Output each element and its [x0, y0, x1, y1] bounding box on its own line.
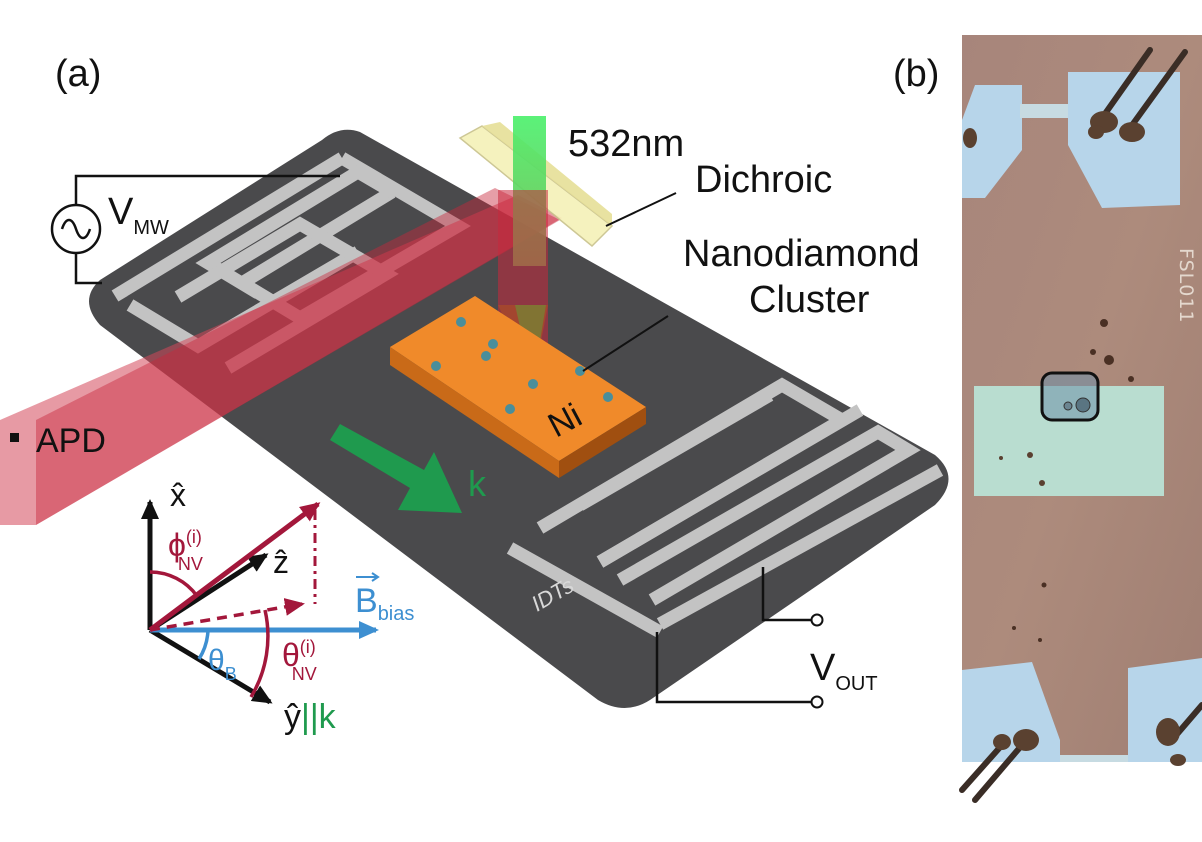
- sample-debris: [999, 452, 1045, 486]
- pad-bridge: [1060, 755, 1128, 762]
- nv-vector: [148, 502, 321, 632]
- cluster-particle: [1063, 401, 1073, 411]
- cluster-leader: [582, 315, 669, 372]
- theta-b-label: θB: [208, 644, 237, 684]
- y-axis: [148, 627, 273, 705]
- nanodiamond: [528, 379, 538, 389]
- nanodiamond: [456, 317, 466, 327]
- nanodiamond-dots: [431, 317, 613, 414]
- theta-nv-arc: [249, 609, 270, 698]
- nanodiamond: [603, 392, 613, 402]
- nanodiamond: [575, 366, 585, 376]
- chip-id: FSL011: [1175, 248, 1197, 324]
- nanodiamond: [481, 351, 491, 361]
- b-bias-label: Bbias: [355, 572, 414, 625]
- contact-pad: [1068, 72, 1180, 208]
- red-beam-apd-core: [36, 188, 560, 525]
- pad-bridge: [1020, 104, 1072, 118]
- y-parallel-k-label: ŷ||k: [284, 698, 337, 736]
- contact-pad: [1128, 658, 1202, 762]
- wavelength-label: 532nm: [568, 123, 684, 165]
- idt-right: [506, 377, 944, 638]
- cluster-particle: [1075, 397, 1091, 413]
- vout-terminal-bottom: [810, 695, 824, 709]
- theta-nv-label: θ(i)NV: [282, 637, 317, 684]
- surface-debris: [1012, 319, 1134, 642]
- nanodiamond-cluster-highlight: [1040, 371, 1100, 422]
- panel-a-label: (a): [55, 53, 101, 95]
- bond-residue: [993, 718, 1186, 766]
- k-wave-arrow: [330, 424, 462, 513]
- apd-label: APD: [36, 422, 106, 460]
- vout-leads: [655, 567, 812, 704]
- vout-terminal-top: [810, 613, 824, 627]
- svg-text:Bbias: Bbias: [355, 582, 414, 625]
- micrograph: FSL011: [959, 35, 1202, 803]
- apd-marker: [10, 433, 19, 442]
- cluster-label-line2: Cluster: [749, 279, 870, 321]
- wire-bond: [1099, 47, 1188, 131]
- theta-b-arc: [197, 629, 210, 660]
- mw-source: [50, 174, 340, 285]
- nanodiamond: [488, 339, 498, 349]
- nickel-film: [390, 296, 646, 478]
- cluster-label-line1: Nanodiamond: [683, 233, 920, 275]
- nanodiamond: [505, 404, 515, 414]
- phi-nv-label: ϕ(i)NV: [168, 527, 203, 574]
- contact-pad: [962, 85, 1022, 198]
- bond-residue: [963, 111, 1145, 148]
- vout-label: VOUT: [810, 647, 878, 695]
- k-label: k: [468, 463, 487, 504]
- dichroic-leader: [605, 192, 677, 227]
- red-beam-apd: [0, 195, 562, 525]
- phi-arc: [149, 570, 199, 598]
- nanodiamond: [431, 361, 441, 371]
- z-hat-label: ẑ: [273, 544, 289, 580]
- panel-b-label: (b): [893, 53, 939, 95]
- dichroic-label: Dichroic: [695, 159, 832, 201]
- x-hat-label: x̂: [170, 477, 186, 513]
- coordinate-system: [141, 499, 379, 705]
- nv-projection: [149, 597, 305, 632]
- vmw-label: VMW: [108, 191, 169, 239]
